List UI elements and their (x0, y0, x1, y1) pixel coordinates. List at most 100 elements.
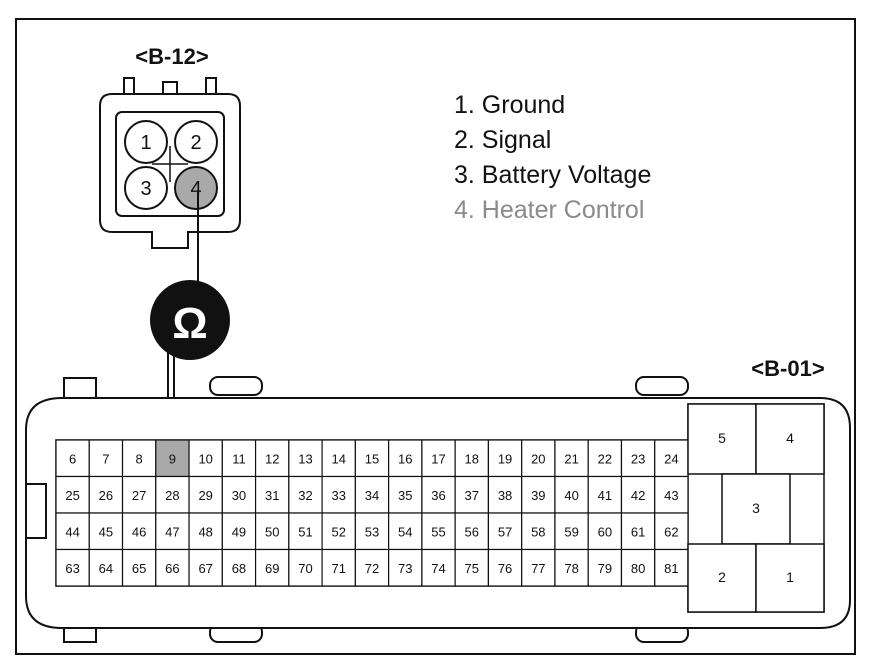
ecu-pin-label: 6 (69, 451, 76, 466)
ecu-power-pin-label: 4 (786, 430, 794, 446)
ecu-pin-45 (88, 512, 124, 551)
ecu-pin-label: 62 (664, 524, 678, 539)
ecu-pin-61 (620, 512, 656, 551)
ecu-pin-label: 66 (165, 561, 179, 576)
ecu-pin-label: 54 (398, 524, 412, 539)
ecu-pin-label: 74 (431, 561, 445, 576)
ecu-pin-42 (620, 475, 656, 514)
sensor-connector-title: <B-12> (135, 44, 208, 69)
ecu-pin-label: 71 (332, 561, 346, 576)
ecu-pin-label: 70 (298, 561, 312, 576)
ecu-pin-label: 81 (664, 561, 678, 576)
ecu-pin-label: 73 (398, 561, 412, 576)
sensor-pin-label: 4 (190, 178, 201, 200)
ecu-power-pin-label: 2 (718, 569, 726, 585)
ecu-pin-56 (454, 512, 490, 551)
ecu-pin-label: 48 (198, 524, 212, 539)
ecu-pin-label: 19 (498, 451, 512, 466)
ecu-pin-label: 43 (664, 488, 678, 503)
ecu-pin-25 (55, 475, 90, 514)
ecu-pin-64 (88, 548, 124, 587)
ecu-pin-label: 26 (99, 488, 113, 503)
ecu-pin-label: 36 (431, 488, 445, 503)
ecu-pin-label: 41 (598, 488, 612, 503)
ecu-pin-label: 39 (531, 488, 545, 503)
legend-item: 2. Signal (454, 126, 551, 154)
ecu-power-pin-2 (687, 543, 757, 613)
ecu-pin-10 (188, 439, 223, 478)
ecu-pin-label: 79 (598, 561, 612, 576)
sensor-connector (99, 77, 241, 249)
ecu-pin-label: 33 (332, 488, 346, 503)
legend-item: 3. Battery Voltage (454, 161, 651, 189)
ecu-power-pin-label: 3 (752, 500, 760, 516)
ecu-pin-label: 53 (365, 524, 379, 539)
ecu-pin-label: 45 (99, 524, 113, 539)
sensor-pin-label: 1 (140, 132, 151, 154)
ecu-pin-78 (554, 548, 589, 587)
sensor-pin-label: 2 (190, 132, 201, 154)
ecu-pin-label: 68 (232, 561, 246, 576)
ecu-pin-21 (554, 439, 589, 478)
ecu-pin-6 (55, 439, 90, 478)
ecu-pin-13 (288, 439, 323, 478)
ecu-pin-label: 50 (265, 524, 279, 539)
ecu-pin-label: 10 (198, 451, 212, 466)
ecu-pin-label: 63 (65, 561, 79, 576)
ecu-power-pin-5 (687, 403, 757, 475)
ecu-pin-16 (388, 439, 423, 478)
ohm-icon: Ω (172, 299, 207, 348)
ecu-pin-label: 65 (132, 561, 146, 576)
ecu-pin-label: 80 (631, 561, 645, 576)
ecu-pin-label: 47 (165, 524, 179, 539)
ecu-power-pin-label: 5 (718, 430, 726, 446)
ecu-pin-label: 13 (298, 451, 312, 466)
ecu-pin-74 (421, 548, 456, 587)
ecu-power-pin-4 (755, 403, 825, 475)
ecu-pin-label: 21 (564, 451, 578, 466)
ecu-pin-53 (354, 512, 390, 551)
ecu-pin-label: 30 (232, 488, 246, 503)
ecu-pin-41 (587, 475, 623, 514)
sensor-pin-4 (174, 166, 218, 210)
ecu-pin-20 (521, 439, 556, 478)
ohm-meter: Ω (150, 280, 230, 360)
ecu-pin-label: 58 (531, 524, 545, 539)
ecu-pin-72 (354, 548, 390, 587)
ecu-pin-label: 35 (398, 488, 412, 503)
ecu-pin-55 (421, 512, 456, 551)
ecu-pin-label: 60 (598, 524, 612, 539)
ecu-pin-label: 76 (498, 561, 512, 576)
ecu-pin-48 (188, 512, 223, 551)
ecu-pin-label: 7 (102, 451, 109, 466)
ecu-pin-12 (254, 439, 290, 478)
ecu-pin-46 (121, 512, 157, 551)
ecu-pin-label: 64 (99, 561, 113, 576)
ecu-power-pin-1 (755, 543, 825, 613)
ecu-pin-label: 15 (365, 451, 379, 466)
ecu-connector-title: <B-01> (751, 356, 824, 381)
ecu-pin-label: 11 (232, 451, 246, 466)
ecu-pin-label: 67 (198, 561, 212, 576)
sensor-pin-label: 3 (140, 178, 151, 200)
ecu-pin-label: 17 (431, 451, 445, 466)
ecu-pin-label: 56 (465, 524, 479, 539)
ecu-pin-31 (254, 475, 290, 514)
ecu-pin-label: 34 (365, 488, 379, 503)
sensor-pin-2 (174, 120, 218, 164)
ecu-pin-40 (554, 475, 589, 514)
ecu-pin-69 (254, 548, 290, 587)
ecu-pin-67 (188, 548, 223, 587)
legend-item: 4. Heater Control (454, 196, 644, 224)
ecu-pin-label: 20 (531, 451, 545, 466)
ecu-pin-58 (521, 512, 556, 551)
ecu-pin-label: 24 (664, 451, 678, 466)
ecu-pin-label: 9 (169, 451, 176, 466)
ecu-pin-label: 77 (531, 561, 545, 576)
ecu-pin-label: 32 (298, 488, 312, 503)
ecu-pin-label: 28 (165, 488, 179, 503)
ecu-pin-label: 69 (265, 561, 279, 576)
ecu-pin-label: 27 (132, 488, 146, 503)
ecu-pin-label: 59 (564, 524, 578, 539)
ecu-pin-label: 8 (136, 451, 143, 466)
